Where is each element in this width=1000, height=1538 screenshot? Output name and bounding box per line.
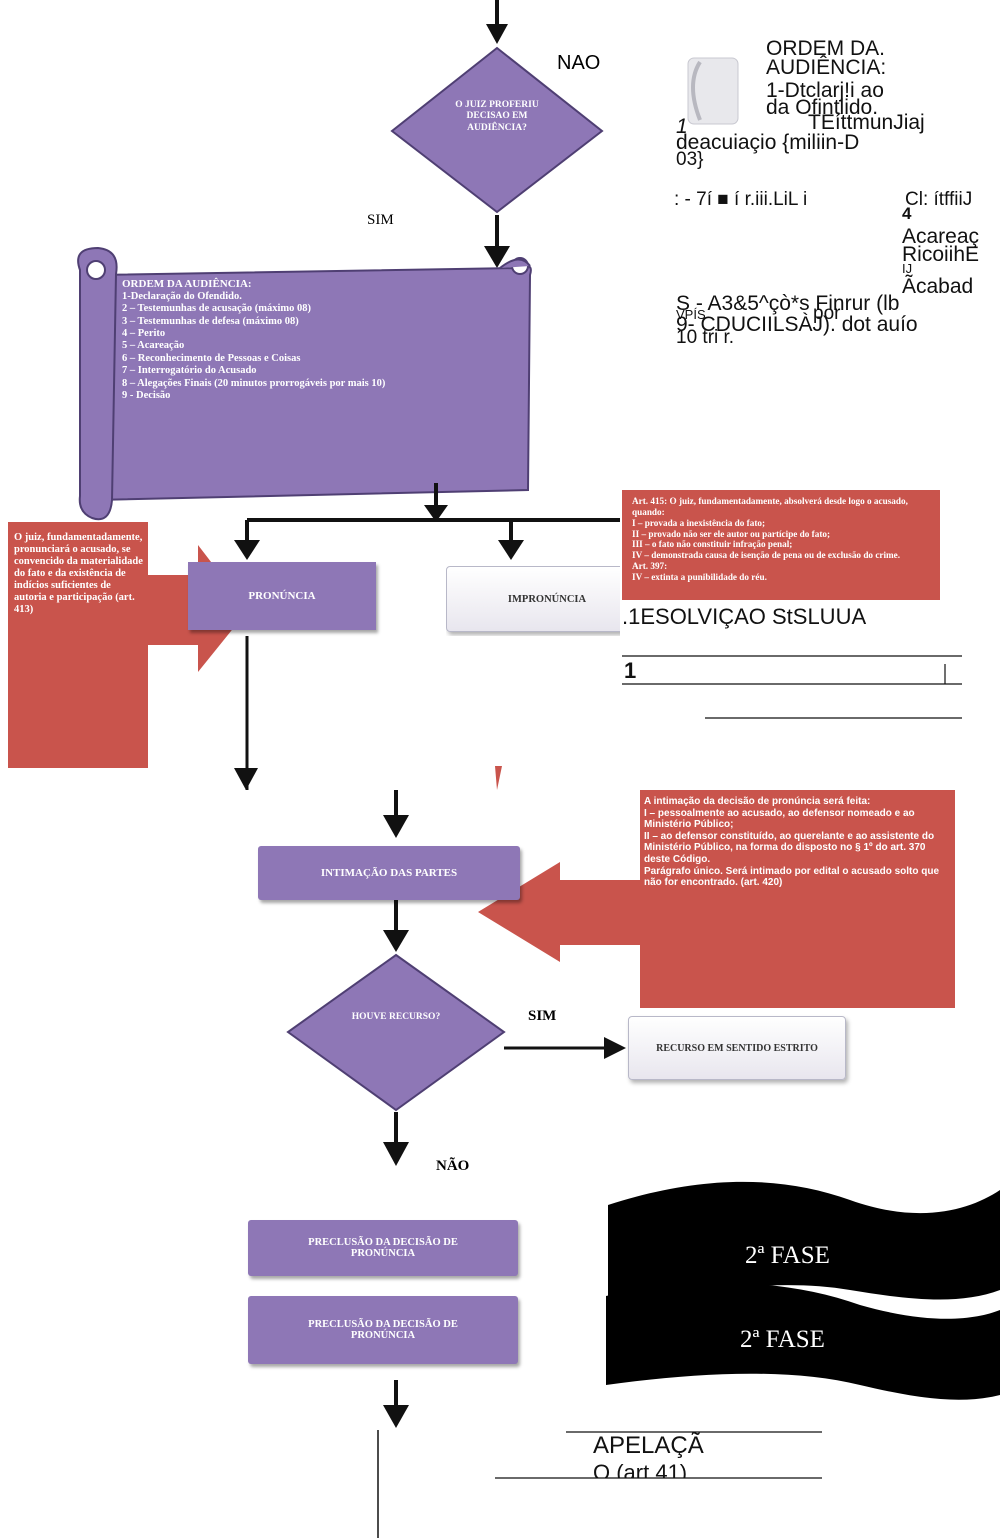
- absolvicao-line-4: III – o fato não constituir infração pen…: [632, 539, 793, 550]
- ordem-item-1: 1-Declaração do Ofendido.: [122, 290, 242, 302]
- absolvicao-line-7: IV – extinta a punibilidade do réu.: [632, 572, 767, 583]
- fase-label-1: 2ª FASE: [745, 1242, 830, 1269]
- arrow-sim-1: [484, 215, 510, 268]
- absolvicao-line-5: IV – demonstrada causa de isenção de pen…: [632, 550, 901, 561]
- decision-1-label: O JUIZ PROFERIU DECISAO EM AUDIÊNCIA?: [455, 100, 539, 133]
- absolvicao-line-2: I – provada a inexistência do fato;: [632, 517, 766, 528]
- ordem-list: ORDEM DA AUDIÊNCIA: 1-Declaração do Ofen…: [122, 278, 522, 402]
- impronuncia-clip: IMPRONÚNCIA: [446, 566, 620, 636]
- apelacao-clip: O (art.41): [593, 1462, 733, 1478]
- pronuncia-label: PRONÚNCIA: [248, 590, 316, 602]
- scroll-icon: [687, 57, 739, 125]
- absolvicao-ocr: .1ESOLVIÇAO StSLUUA: [622, 604, 867, 629]
- ocr-line-13: RicoiihE: [902, 243, 980, 266]
- arrow-small-left: [234, 768, 258, 790]
- intimacao-label: INTIMAÇÃO DAS PARTES: [320, 867, 458, 879]
- decision-2-label: HOUVE RECURSO?: [351, 1012, 441, 1022]
- decision-2-yes-label: SIM: [528, 1008, 557, 1024]
- ordem-item-5: 5 – Acareação: [122, 340, 185, 352]
- arrow-bottom: [383, 1380, 409, 1428]
- ordem-item-8: 8 – Alegações Finais (20 minutos prorrog…: [122, 377, 386, 389]
- recurso-box: RECURSO EM SENTIDO ESTRITO: [628, 1016, 846, 1080]
- absolvicao-line-1: Art. 415: O juiz, fundamentadamente, abs…: [632, 496, 908, 517]
- ocr-line-8: 03}: [676, 149, 704, 170]
- decision-1-no-label: NAO: [557, 52, 601, 74]
- ocr-line-16: S - A3&5^çò*s Finrur (lb: [676, 292, 900, 315]
- ocr-line-3: 1-Dtclarj!i ao: [766, 79, 884, 102]
- ordem-item-4: 4 – Perito: [122, 328, 166, 340]
- intimacao-box: INTIMAÇÃO DAS PARTES: [258, 846, 520, 900]
- arrow-to-decision2: [383, 900, 409, 952]
- ocr-line-14: IJ: [902, 261, 913, 276]
- ordem-item-3: 3 – Testemunhas de defesa (máximo 08): [122, 315, 299, 327]
- pronuncia-note: O juiz, fundamentadamente, pronunciará o…: [14, 532, 143, 616]
- ocr-line-9: : - 7í ■ í r.iii.LiL i: [674, 189, 808, 210]
- preclusao-label-2: PRECLUSÃO DA DECISÃO DE PRONÚNCIA: [308, 1319, 458, 1341]
- intimacao-note-1: A intimação da decisão de pronúncia será…: [644, 796, 871, 807]
- preclusao-box-2: PRECLUSÃO DA DECISÃO DE PRONÚNCIA: [248, 1296, 518, 1364]
- ocr-line-17: VPÍS: [676, 307, 706, 322]
- ocr-line-4: da Ofintlido.: [766, 96, 879, 119]
- decision-diamond-2: [286, 953, 506, 1112]
- ocr-line-20: 10 tri r.: [676, 327, 735, 348]
- intimacao-note-2: I – pessoalmente ao acusado, ao defensor…: [644, 807, 915, 831]
- ocr-one: 1: [624, 658, 637, 683]
- fase-label-2: 2ª FASE: [740, 1326, 825, 1353]
- absolvicao-line-6: Art. 397:: [632, 561, 668, 572]
- arrow-nao: [383, 1112, 409, 1166]
- impronuncia-box: IMPRONÚNCIA: [446, 566, 620, 632]
- fase-banner-2: [606, 1282, 1000, 1400]
- ordem-item-2: 2 – Testemunhas de acusação (máximo 08): [122, 303, 312, 315]
- decision-1-yes-label: SIM: [367, 212, 394, 228]
- apelacao-line-1: APELAÇÃ: [593, 1432, 704, 1459]
- ordem-item-7: 7 – Interrogatório do Acusado: [122, 365, 257, 377]
- ordem-scroll-shape: [77, 246, 532, 521]
- ocr-line-1: ORDEM DA.: [766, 37, 886, 60]
- arrow-top: [486, 0, 508, 44]
- ocr-lines: [622, 655, 962, 719]
- intimacao-callout-shape: [478, 790, 955, 1008]
- ocr-line-11: 4: [902, 204, 912, 223]
- ocr-line-10: Cl: ítffiiJ: [905, 189, 973, 210]
- fragment-mark: [495, 766, 502, 790]
- arrow-to-recurso: [504, 1037, 626, 1059]
- absolvicao-note: Art. 415: O juiz, fundamentadamente, abs…: [622, 490, 940, 600]
- preclusao-label-1: PRECLUSÃO DA DECISÃO DE PRONÚNCIA: [308, 1237, 458, 1259]
- ordem-item-6: 6 – Reconhecimento de Pessoas e Coisas: [122, 352, 301, 364]
- ocr-line-18: por: [813, 303, 841, 324]
- preclusao-box-1: PRECLUSÃO DA DECISÃO DE PRONÚNCIA: [248, 1220, 518, 1276]
- fase-banner-1: [608, 1181, 1000, 1305]
- ocr-line-2: AUDIÊNCIA:: [766, 56, 887, 79]
- recurso-label: RECURSO EM SENTIDO ESTRITO: [656, 1042, 818, 1054]
- ocr-line-5: TEíttmunJiaj: [808, 111, 925, 134]
- ocr-line-15: Ãcabad: [902, 275, 974, 298]
- ordem-title: ORDEM DA AUDIÊNCIA:: [122, 278, 252, 290]
- intimacao-note: A intimação da decisão de pronúncia será…: [644, 796, 952, 889]
- pronuncia-box: PRONÚNCIA: [188, 562, 376, 630]
- arrow-down-ordem: [424, 505, 448, 522]
- ocr-line-12: Acareaç: [902, 225, 980, 248]
- ocr-line-7: deacuiaçio {miliin-D: [676, 131, 860, 154]
- intimacao-note-3: II – ao defensor constituído, ao querela…: [644, 830, 935, 865]
- arrow-down-impronuncia: [498, 540, 524, 560]
- decision-2-no-label: NÃO: [436, 1158, 470, 1174]
- ordem-item-9: 9 - Decisão: [122, 389, 171, 401]
- arrow-down-pronuncia: [234, 540, 260, 560]
- decision-diamond-1: [390, 46, 604, 214]
- ocr-line-6: 1: [676, 115, 688, 138]
- bottom-lines: [377, 1430, 822, 1538]
- apelacao-line-2: O (art.41): [593, 1462, 688, 1478]
- ocr-line-19: 9- CDUCIILSÀJ). dot auío: [676, 313, 918, 336]
- impronuncia-label: IMPRONÚNCIA: [507, 593, 587, 605]
- arrow-to-intimacao: [383, 790, 409, 838]
- intimacao-note-4: Parágrafo único. Será intimado por edita…: [644, 865, 940, 889]
- absolvicao-line-3: II – provado não ser ele autor ou partíc…: [632, 528, 831, 539]
